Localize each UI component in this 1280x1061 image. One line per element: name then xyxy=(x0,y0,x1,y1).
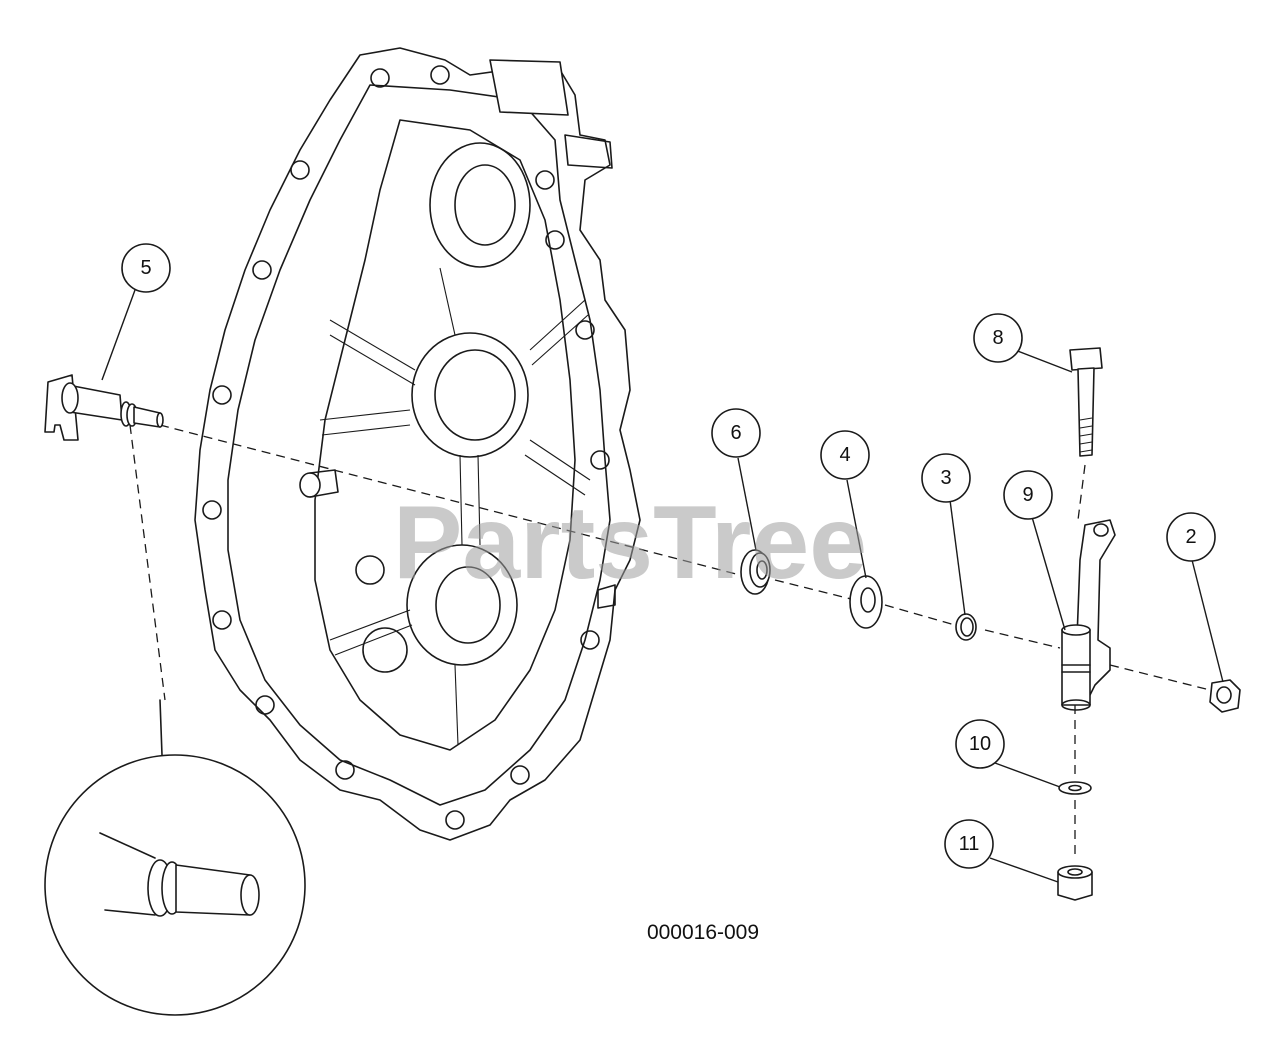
shift-shaft xyxy=(44,374,164,441)
callout-5[interactable]: 5 xyxy=(121,243,171,293)
diagram-code: 000016-009 xyxy=(647,921,759,944)
shift-arm xyxy=(1061,519,1116,711)
callout-label: 11 xyxy=(959,833,980,855)
callout-label: 9 xyxy=(1022,484,1033,506)
hex-bolt xyxy=(1069,347,1103,457)
callout-2[interactable]: 2 xyxy=(1166,512,1216,562)
housing-cover xyxy=(194,47,641,841)
callout-label: 5 xyxy=(140,257,151,279)
callout-leaders xyxy=(101,289,1224,883)
callout-label: 4 xyxy=(839,444,850,466)
callout-3[interactable]: 3 xyxy=(921,453,971,503)
callout-10[interactable]: 10 xyxy=(955,719,1005,769)
watermark-text: PartsTree xyxy=(393,485,867,601)
callout-label: 3 xyxy=(940,467,951,489)
callout-6[interactable]: 6 xyxy=(711,408,761,458)
flange-nut-bottom xyxy=(1057,865,1093,901)
callout-label: 10 xyxy=(969,733,991,755)
callout-label: 2 xyxy=(1185,526,1196,548)
callout-label: 6 xyxy=(730,422,741,444)
callout-9[interactable]: 9 xyxy=(1003,470,1053,520)
lock-washer xyxy=(1058,781,1092,795)
oil-seal xyxy=(740,549,771,595)
callout-label: 8 xyxy=(992,327,1003,349)
callout-4[interactable]: 4 xyxy=(820,430,870,480)
assembly-center-lines xyxy=(129,424,1211,860)
partstree-watermark: PartsTree TM xyxy=(393,479,942,601)
flange-nut-right xyxy=(1209,679,1241,713)
callout-8[interactable]: 8 xyxy=(973,313,1023,363)
shaft-detail-view xyxy=(44,699,306,1016)
retaining-ring xyxy=(955,613,977,641)
callout-11[interactable]: 11 xyxy=(944,819,994,869)
